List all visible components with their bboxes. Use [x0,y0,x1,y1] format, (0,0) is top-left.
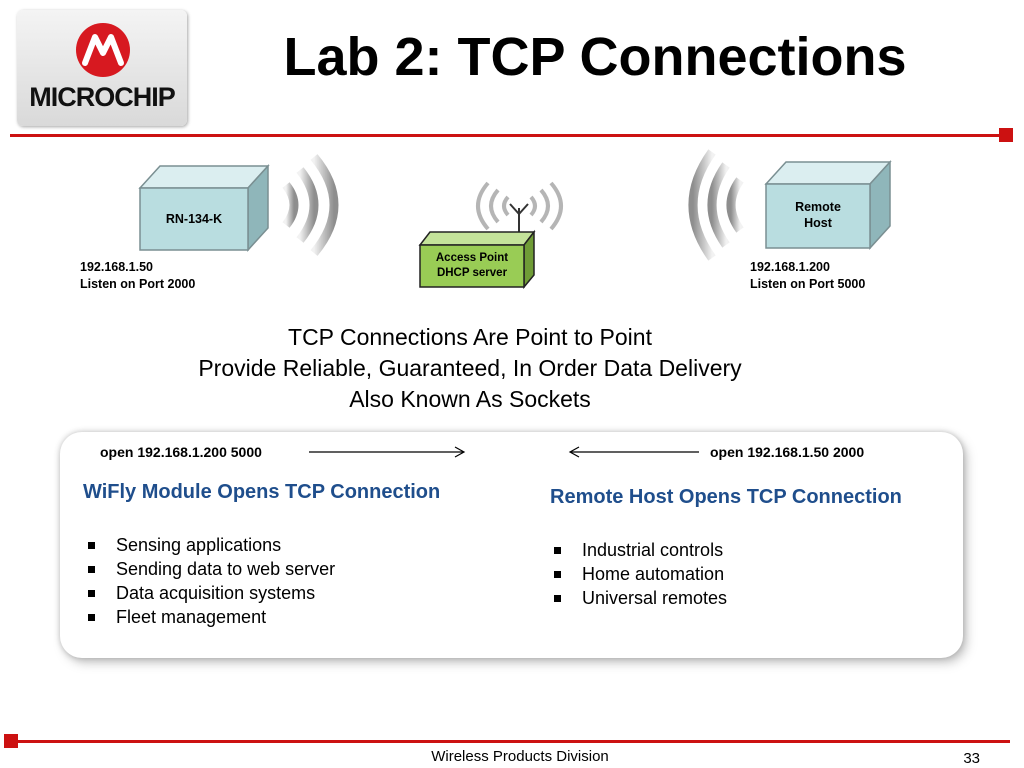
microchip-logo: MICROCHIP [17,10,187,126]
remote-host-label-line1: Remote [795,200,841,214]
list-item: Universal remotes [550,586,727,610]
list-item: Sending data to web server [84,557,335,581]
list-item: Fleet management [84,605,335,629]
list-item: Home automation [550,562,727,586]
left-open-command: open 192.168.1.200 5000 [100,444,262,460]
remote-host-label: Remote Host [766,199,870,231]
header-divider [10,134,1000,137]
module-ip: 192.168.1.50 [80,260,153,274]
access-point-label: Access Point DHCP server [420,251,524,281]
access-point-label-line1: Access Point [435,252,509,264]
header-divider-end-square [999,128,1013,142]
footer-divider [18,740,1010,743]
footer-division: Wireless Products Division [431,748,609,765]
right-arrow-icon [309,446,466,458]
logo-wordmark: MICROCHIP [29,82,176,112]
tagline-line-2: Provide Reliable, Guaranteed, In Order D… [198,355,742,381]
connection-panel [60,432,963,658]
list-item: Industrial controls [550,538,727,562]
module-port: Listen on Port 2000 [80,277,196,291]
access-point-signal-waves-icon [476,181,563,231]
tcp-description: TCP Connections Are Point to Point Provi… [160,322,780,415]
slide-title: Lab 2: TCP Connections [283,27,907,87]
tagline-line-3: Also Known As Sockets [349,386,591,412]
remote-host-label-line2: Host [804,216,832,230]
right-open-command: open 192.168.1.50 2000 [710,444,865,460]
list-item: Data acquisition systems [84,581,335,605]
list-item: Sensing applications [84,533,335,557]
tagline-line-1: TCP Connections Are Point to Point [288,324,652,350]
left-section-heading: WiFly Module Opens TCP Connection [83,481,441,503]
right-section-heading: Remote Host Opens TCP Connection [550,486,902,508]
left-arrow-icon [568,446,699,458]
remote-host-port: Listen on Port 5000 [750,277,866,291]
remote-host-ip: 192.168.1.200 [750,260,830,274]
access-point-label-line2: DHCP server [436,267,508,279]
remote-host-signal-waves-icon [688,149,744,261]
rn-134-k-device-icon [138,164,270,252]
module-signal-waves-icon [282,154,339,256]
module-address: 192.168.1.50 Listen on Port 2000 [80,259,195,293]
antenna-icon [509,203,529,232]
remote-host-device-icon [764,160,892,250]
module-label: RN-134-K [165,212,223,226]
access-point-device-icon [418,229,536,290]
network-diagram [138,149,892,290]
page-number: 33 [963,750,980,767]
left-bullet-list: Sensing applications Sending data to web… [84,533,335,629]
microchip-logo-icon [76,23,130,77]
right-bullet-list: Industrial controls Home automation Univ… [550,538,727,610]
footer-divider-start-square [4,734,18,748]
remote-host-address: 192.168.1.200 Listen on Port 5000 [750,259,865,293]
